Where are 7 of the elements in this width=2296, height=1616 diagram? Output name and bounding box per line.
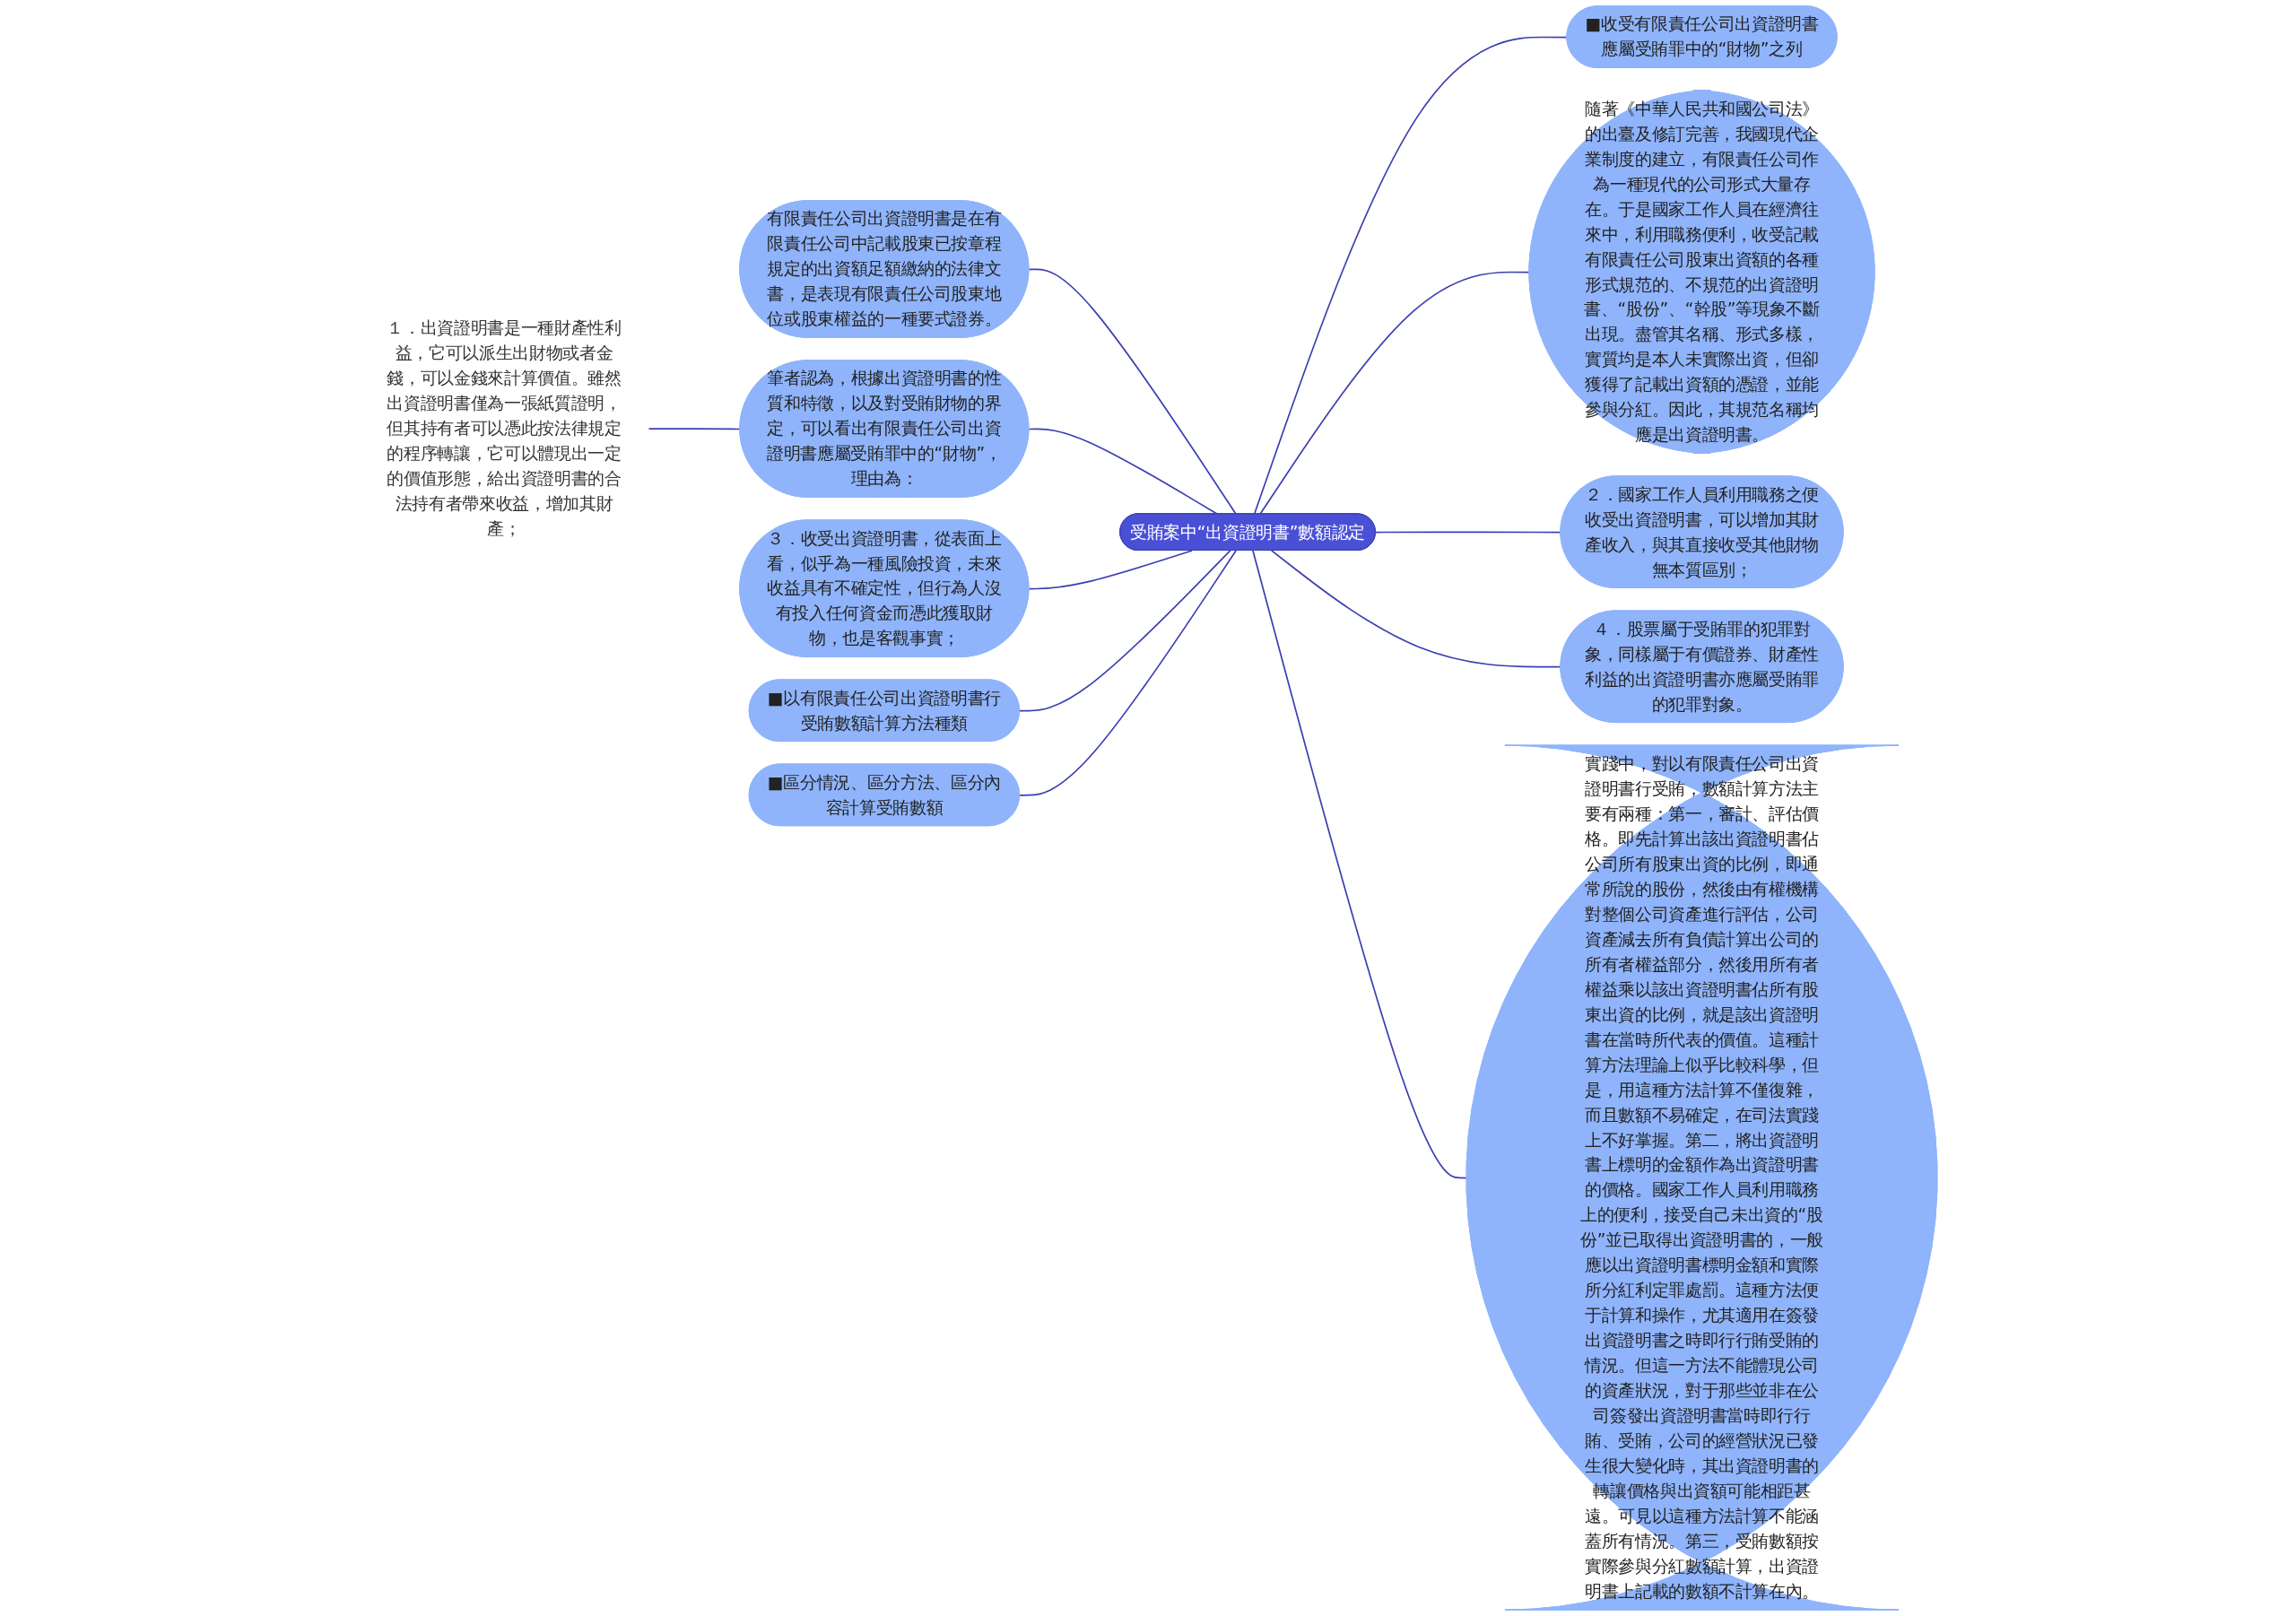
connector: [647, 428, 741, 430]
node-text: １．出資證明書是一種財產性利益，它可以派生出財物或者金錢，可以金錢來計算價值。雖然出資證明書僅為一張紙質證明，但其持有者可以憑此按法律規定的程序轉讓，它可以體現出一定的價值形態，給出資證明書的合法持有者帶來收益，增加其財產；: [387, 318, 622, 539]
connector: [1028, 550, 1193, 590]
connector: [1374, 531, 1561, 534]
connector: [1018, 550, 1237, 796]
connector: [1018, 550, 1231, 712]
connector: [1270, 550, 1561, 668]
